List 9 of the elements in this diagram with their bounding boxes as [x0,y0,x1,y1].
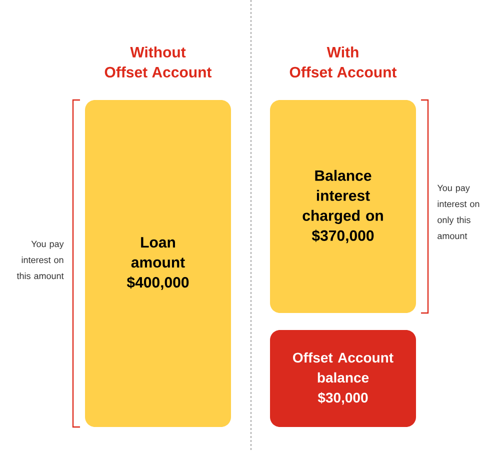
note-text: You pay interest on only this amount [437,184,480,240]
note-text: You pay interest on this amount [16,240,64,280]
column-heading: Offset Account [104,66,212,78]
value-box: Balance interest charged on $370,000 [270,100,416,313]
column-heading: Without [130,46,186,58]
value-box: Offset Account balance $30,000 [270,330,416,427]
value-box: Loan amount $400,000 [85,100,231,427]
column-heading: Offset Account [290,66,397,78]
column-heading: With [326,46,358,58]
